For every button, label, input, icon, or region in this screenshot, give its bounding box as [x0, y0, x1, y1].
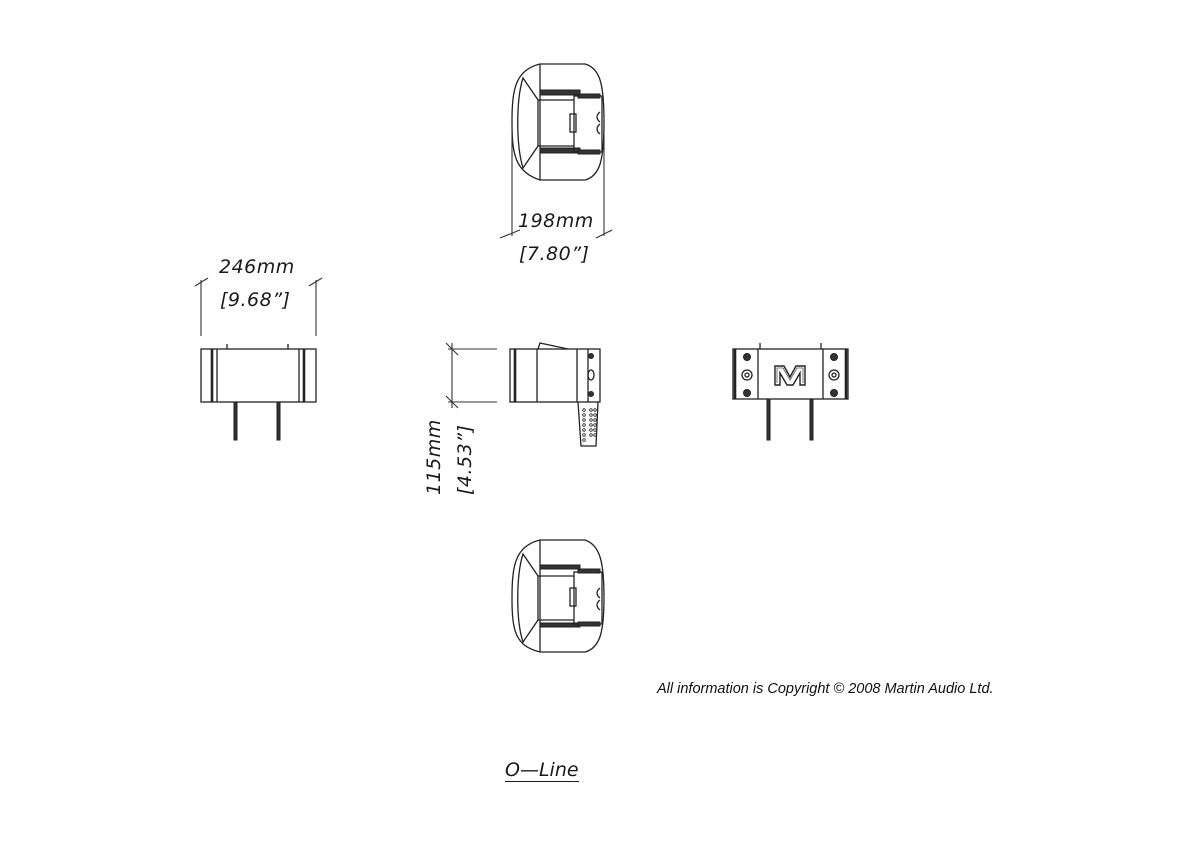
- side-view: [445, 342, 601, 447]
- width-dimension-mm: 246mm: [219, 256, 295, 278]
- rear-view: [732, 343, 849, 441]
- front-view: [194, 277, 323, 441]
- height-dimension-mm: 115mm: [423, 419, 445, 495]
- model-title: O—Line: [505, 759, 579, 782]
- copyright-notice: All information is Copyright © 2008 Mart…: [657, 681, 994, 697]
- depth-dimension-mm: 198mm: [518, 210, 594, 232]
- bottom-view: [511, 539, 605, 653]
- martin-audio-logo: [774, 365, 806, 386]
- height-dimension-inches: [4.53”]: [454, 424, 476, 495]
- width-dimension-inches: [9.68”]: [220, 289, 291, 311]
- top-view: [499, 63, 613, 239]
- depth-dimension-inches: [7.80”]: [519, 243, 590, 265]
